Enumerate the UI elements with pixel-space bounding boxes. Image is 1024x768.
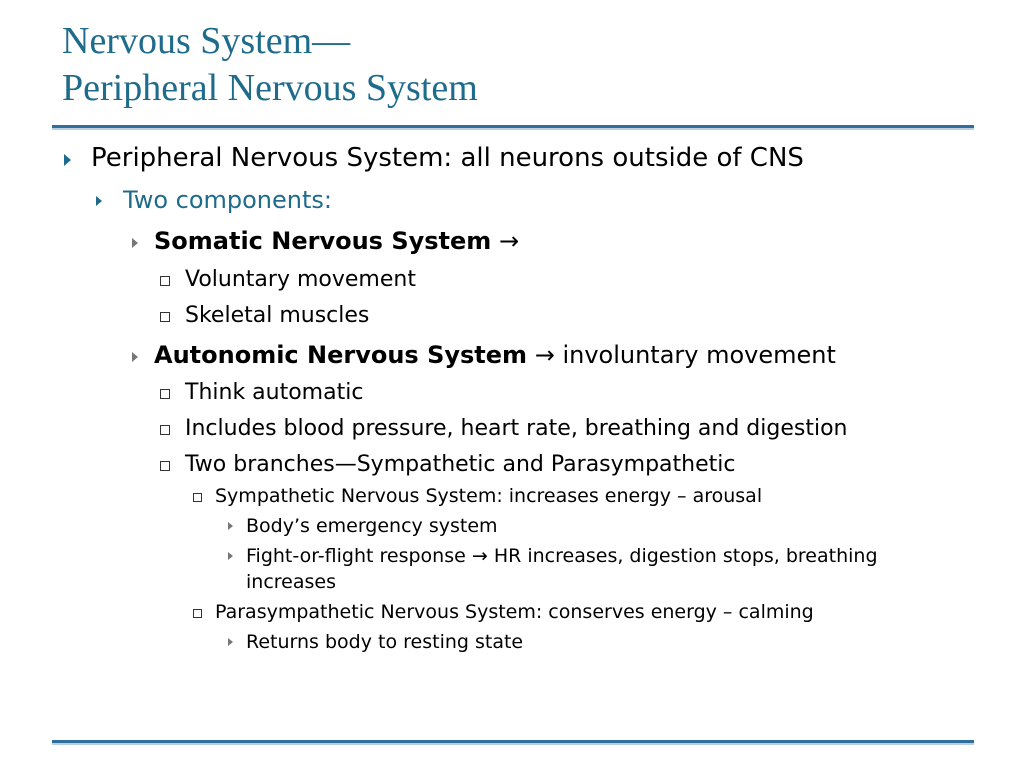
square-bullet-icon [193, 609, 202, 618]
bullet-autonomic: Autonomic Nervous System → involuntary m… [154, 341, 836, 369]
bullet-two-branches: Two branches—Sympathetic and Parasympath… [185, 452, 736, 477]
bullet-fight-or-flight-continued: increases [246, 571, 336, 593]
somatic-label: Somatic Nervous System [154, 227, 492, 255]
bullet-think-automatic: Think automatic [185, 380, 364, 405]
triangle-bullet-icon [64, 154, 71, 166]
title-line-1: Nervous System— [62, 20, 351, 62]
bullet-sympathetic: Sympathetic Nervous System: increases en… [215, 485, 763, 507]
square-bullet-icon [193, 493, 202, 502]
square-bullet-icon [160, 425, 170, 435]
autonomic-description: involuntary movement [562, 341, 836, 369]
title-line-2: Peripheral Nervous System [62, 67, 478, 109]
fight-or-flight-label: Fight-or-flight response [246, 545, 466, 567]
bullet-voluntary-movement: Voluntary movement [185, 267, 416, 292]
bullet-resting-state: Returns body to resting state [246, 631, 524, 653]
triangle-bullet-icon [228, 552, 233, 560]
bullet-emergency-system: Body’s emergency system [246, 515, 498, 537]
square-bullet-icon [160, 461, 170, 471]
top-divider [52, 125, 974, 130]
triangle-bullet-icon [96, 196, 102, 206]
triangle-bullet-icon [228, 638, 233, 646]
bullet-includes: Includes blood pressure, heart rate, bre… [185, 416, 848, 441]
arrow-right-icon: → [471, 545, 488, 567]
arrow-right-icon: → [534, 341, 555, 369]
bullet-skeletal-muscles: Skeletal muscles [185, 303, 370, 328]
square-bullet-icon [160, 389, 170, 399]
slide-title: Nervous System— Peripheral Nervous Syste… [62, 18, 478, 112]
triangle-bullet-icon [228, 522, 233, 530]
bullet-parasympathetic: Parasympathetic Nervous System: conserve… [215, 601, 814, 623]
square-bullet-icon [160, 312, 170, 322]
triangle-bullet-icon [132, 352, 138, 362]
bullet-peripheral-ns: Peripheral Nervous System: all neurons o… [91, 143, 804, 173]
arrow-right-icon: → [498, 227, 520, 255]
bullet-somatic: Somatic Nervous System → [154, 227, 519, 255]
bullet-two-components: Two components: [123, 186, 332, 214]
bottom-divider [52, 740, 974, 745]
triangle-bullet-icon [132, 238, 138, 248]
bullet-fight-or-flight: Fight-or-flight response → HR increases,… [246, 545, 878, 567]
autonomic-label: Autonomic Nervous System [154, 341, 528, 369]
square-bullet-icon [160, 276, 170, 286]
fight-or-flight-effects: HR increases, digestion stops, breathing [493, 545, 878, 567]
